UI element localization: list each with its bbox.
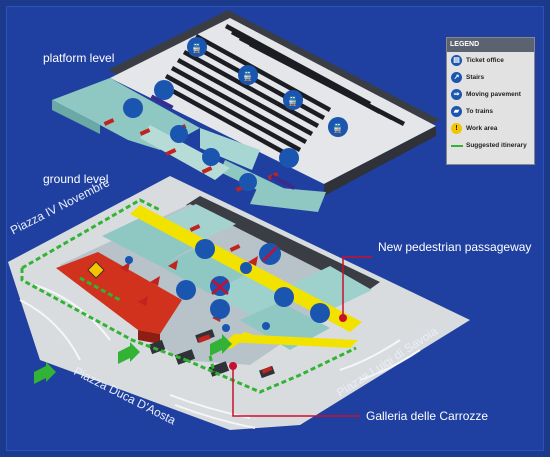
train-icon <box>238 65 258 85</box>
callout-dots <box>229 314 347 370</box>
legend-item-ticket-office: ▤ Ticket office <box>447 52 534 69</box>
stairs-icon <box>239 173 257 191</box>
legend-label: Ticket office <box>466 57 504 64</box>
moving-pavement-icon <box>154 80 174 100</box>
moving-pavement-icon <box>195 239 215 259</box>
new-passageway-label: New pedestrian passageway <box>378 240 532 254</box>
moving-pavement-icon <box>279 148 299 168</box>
legend-label: To trains <box>466 108 493 115</box>
stairs-icon <box>176 280 196 300</box>
legend-item-suggested-itinerary: Suggested itinerary <box>447 137 534 154</box>
callout-lines <box>232 256 372 417</box>
train-icon: ▰ <box>451 106 462 117</box>
stairs-icon <box>123 98 143 118</box>
platform-icons: 🚆 🚆 🚆 🚆 <box>123 37 348 191</box>
ticket-office-icon: ▤ <box>451 55 462 66</box>
svg-text:🚆: 🚆 <box>287 95 298 107</box>
galleria-label: Galleria delle Carrozze <box>366 409 489 423</box>
itinerary-line-icon <box>451 144 463 147</box>
closed-stairs-icon <box>211 279 229 295</box>
entry-arrows <box>34 334 232 384</box>
svg-text:🚆: 🚆 <box>191 42 202 54</box>
train-icon <box>187 37 207 57</box>
platform-red-markers <box>103 94 296 192</box>
legend-label: Stairs <box>466 74 485 81</box>
moving-pavement-icon: ⇒ <box>451 89 462 100</box>
stairs-icon <box>210 299 230 319</box>
train-icon <box>283 90 303 110</box>
stairs-icon: ↗ <box>451 72 462 83</box>
moving-pavement-icon <box>274 287 294 307</box>
work-area-icon <box>87 261 105 279</box>
stairs-icon <box>202 148 220 166</box>
legend-item-to-trains: ▰ To trains <box>447 103 534 120</box>
legend-label: Moving pavement <box>466 91 521 98</box>
legend-item-stairs: ↗ Stairs <box>447 69 534 86</box>
svg-text:🚆: 🚆 <box>242 70 253 82</box>
legend-item-moving-pavement: ⇒ Moving pavement <box>447 86 534 103</box>
ground-level-floor <box>8 176 470 430</box>
work-area-icon: ! <box>451 123 462 134</box>
ground-icons <box>87 239 330 332</box>
ground-level-label: ground level <box>43 172 109 186</box>
legend: LEGEND ▤ Ticket office ↗ Stairs ⇒ Moving… <box>446 37 535 165</box>
legend-title: LEGEND <box>447 38 534 52</box>
legend-label: Work area <box>466 125 498 132</box>
legend-item-work-area: ! Work area <box>447 120 534 137</box>
stairs-icon <box>170 125 188 143</box>
ticket-office-icon <box>240 262 252 274</box>
platform-tracks <box>158 24 406 160</box>
train-icon <box>328 117 348 137</box>
legend-label: Suggested itinerary <box>466 142 527 149</box>
work-area-zone <box>56 252 182 334</box>
svg-text:🚆: 🚆 <box>332 122 343 134</box>
suggested-itinerary <box>20 198 357 394</box>
plaza-markings <box>19 284 421 429</box>
moving-pavement-icon <box>310 303 330 323</box>
platform-level-label: platform level <box>43 51 115 65</box>
